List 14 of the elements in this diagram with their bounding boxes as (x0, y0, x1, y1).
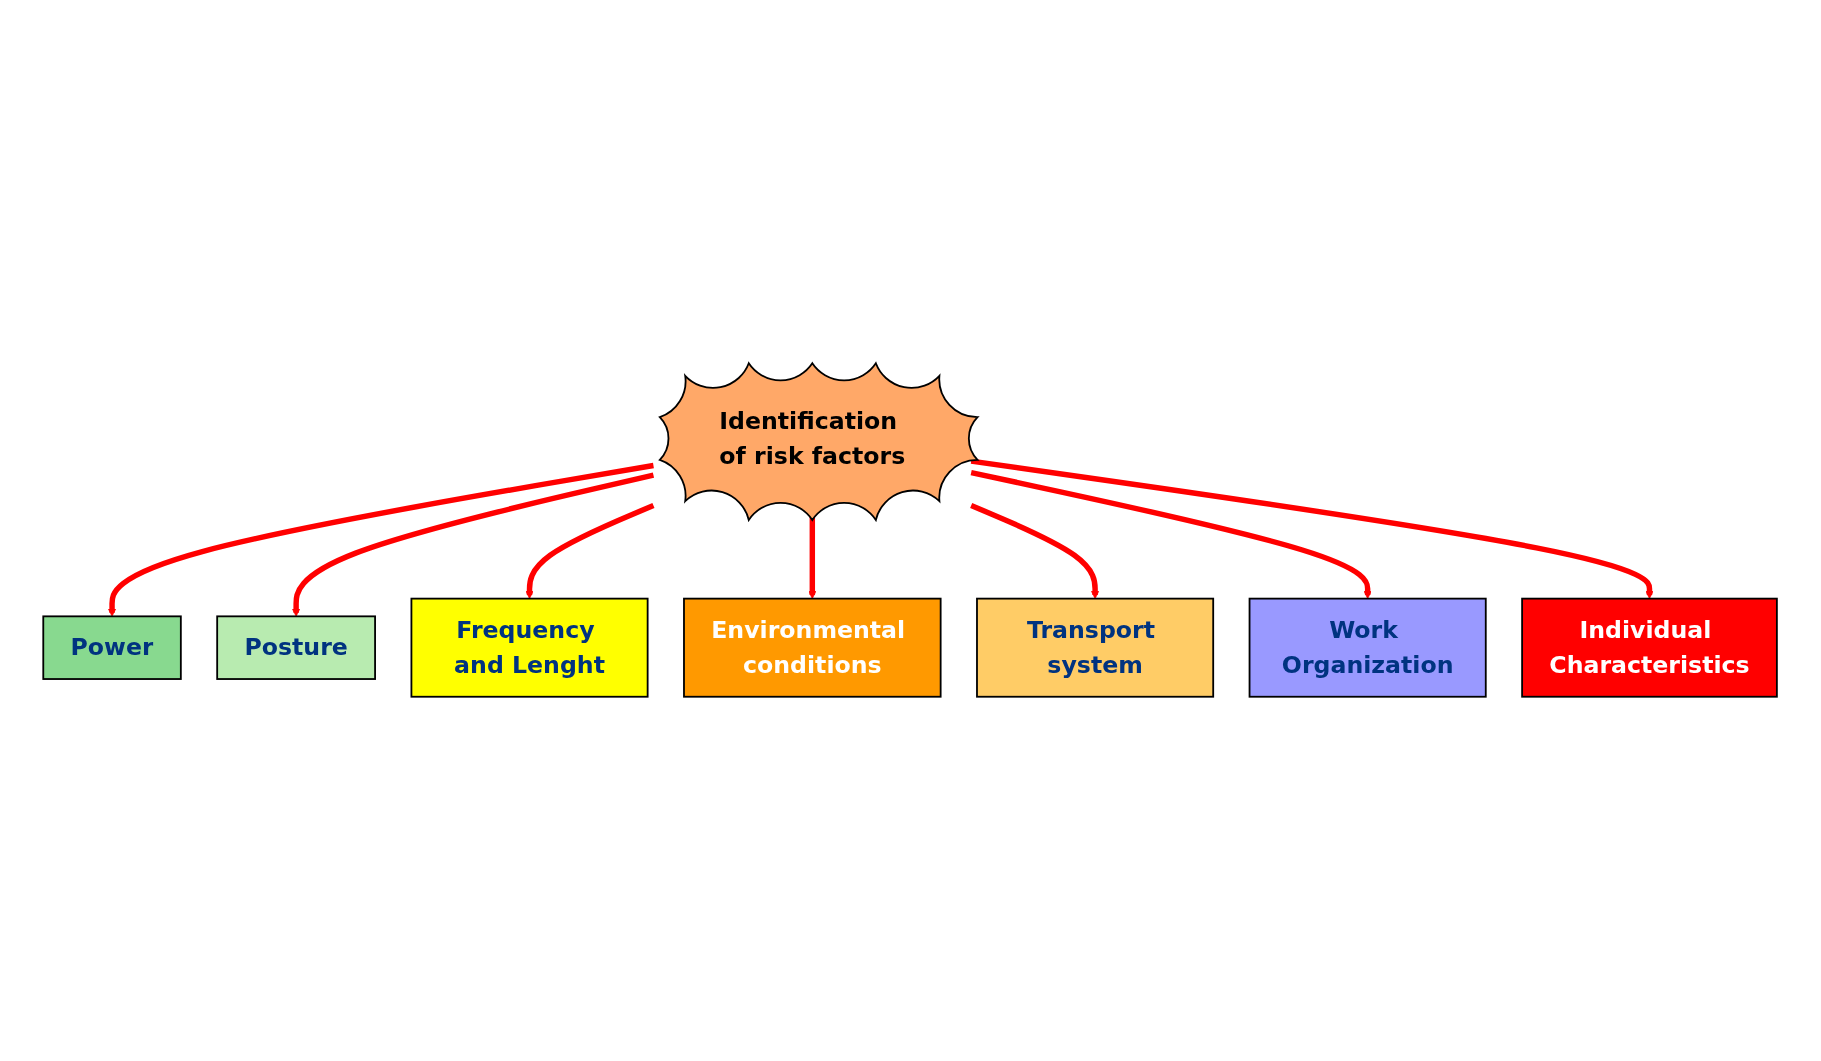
node-box: Transport system (976, 598, 1215, 699)
arrow (525, 503, 655, 600)
arrow (971, 458, 1654, 600)
node-box: Power (42, 615, 183, 681)
arrow (808, 517, 817, 600)
node-box: Frequency and Lenght (410, 598, 649, 699)
node-box: Posture (216, 615, 377, 681)
arrow (108, 463, 655, 618)
arrow (970, 503, 1100, 600)
node-box: Work Organization (1249, 598, 1488, 699)
arrow (971, 470, 1373, 600)
node-box: Individual Characteristics (1521, 598, 1779, 699)
node-box: Environmental conditions (683, 598, 942, 699)
arrow (292, 473, 655, 618)
